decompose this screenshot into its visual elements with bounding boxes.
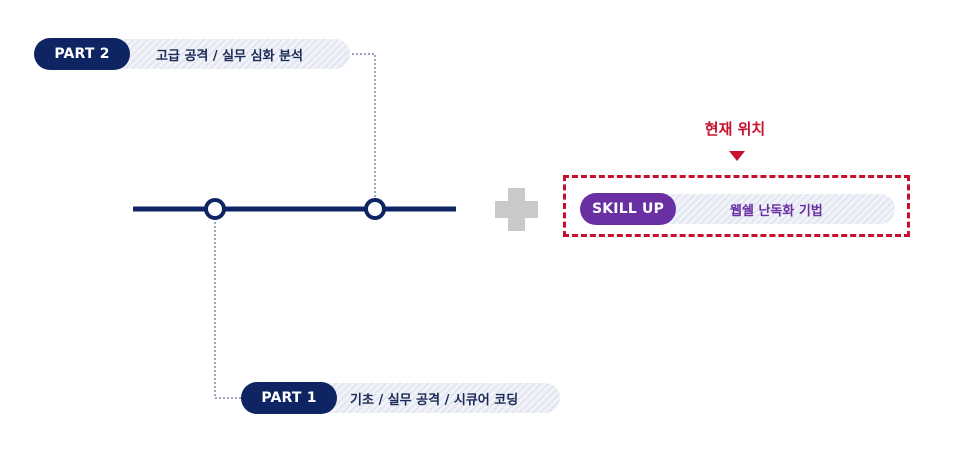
current-position-label: 현재 위치 <box>704 120 766 138</box>
triangle-down-icon <box>729 151 745 161</box>
part2-description: 고급 공격 / 실무 심화 분석 <box>156 48 303 64</box>
timeline-node-part1 <box>204 198 226 220</box>
part2-connector <box>340 53 376 200</box>
part1-connector <box>214 218 243 399</box>
part1-description-bar: 기초 / 실무 공격 / 시큐어 코딩 <box>310 383 560 413</box>
current-position-highlight <box>563 175 910 237</box>
timeline-node-part2 <box>364 198 386 220</box>
part1-badge: PART 1 <box>241 382 337 414</box>
part2-badge: PART 2 <box>34 38 130 70</box>
plus-icon <box>495 188 538 231</box>
part1-description: 기초 / 실무 공격 / 시큐어 코딩 <box>350 392 519 408</box>
skillup-badge: SKILL UP <box>580 193 676 225</box>
skillup-description: 웹쉘 난독화 기법 <box>730 203 823 219</box>
part2-description-bar: 고급 공격 / 실무 심화 분석 <box>100 39 350 69</box>
skillup-description-bar: 웹쉘 난독화 기법 <box>640 194 895 224</box>
